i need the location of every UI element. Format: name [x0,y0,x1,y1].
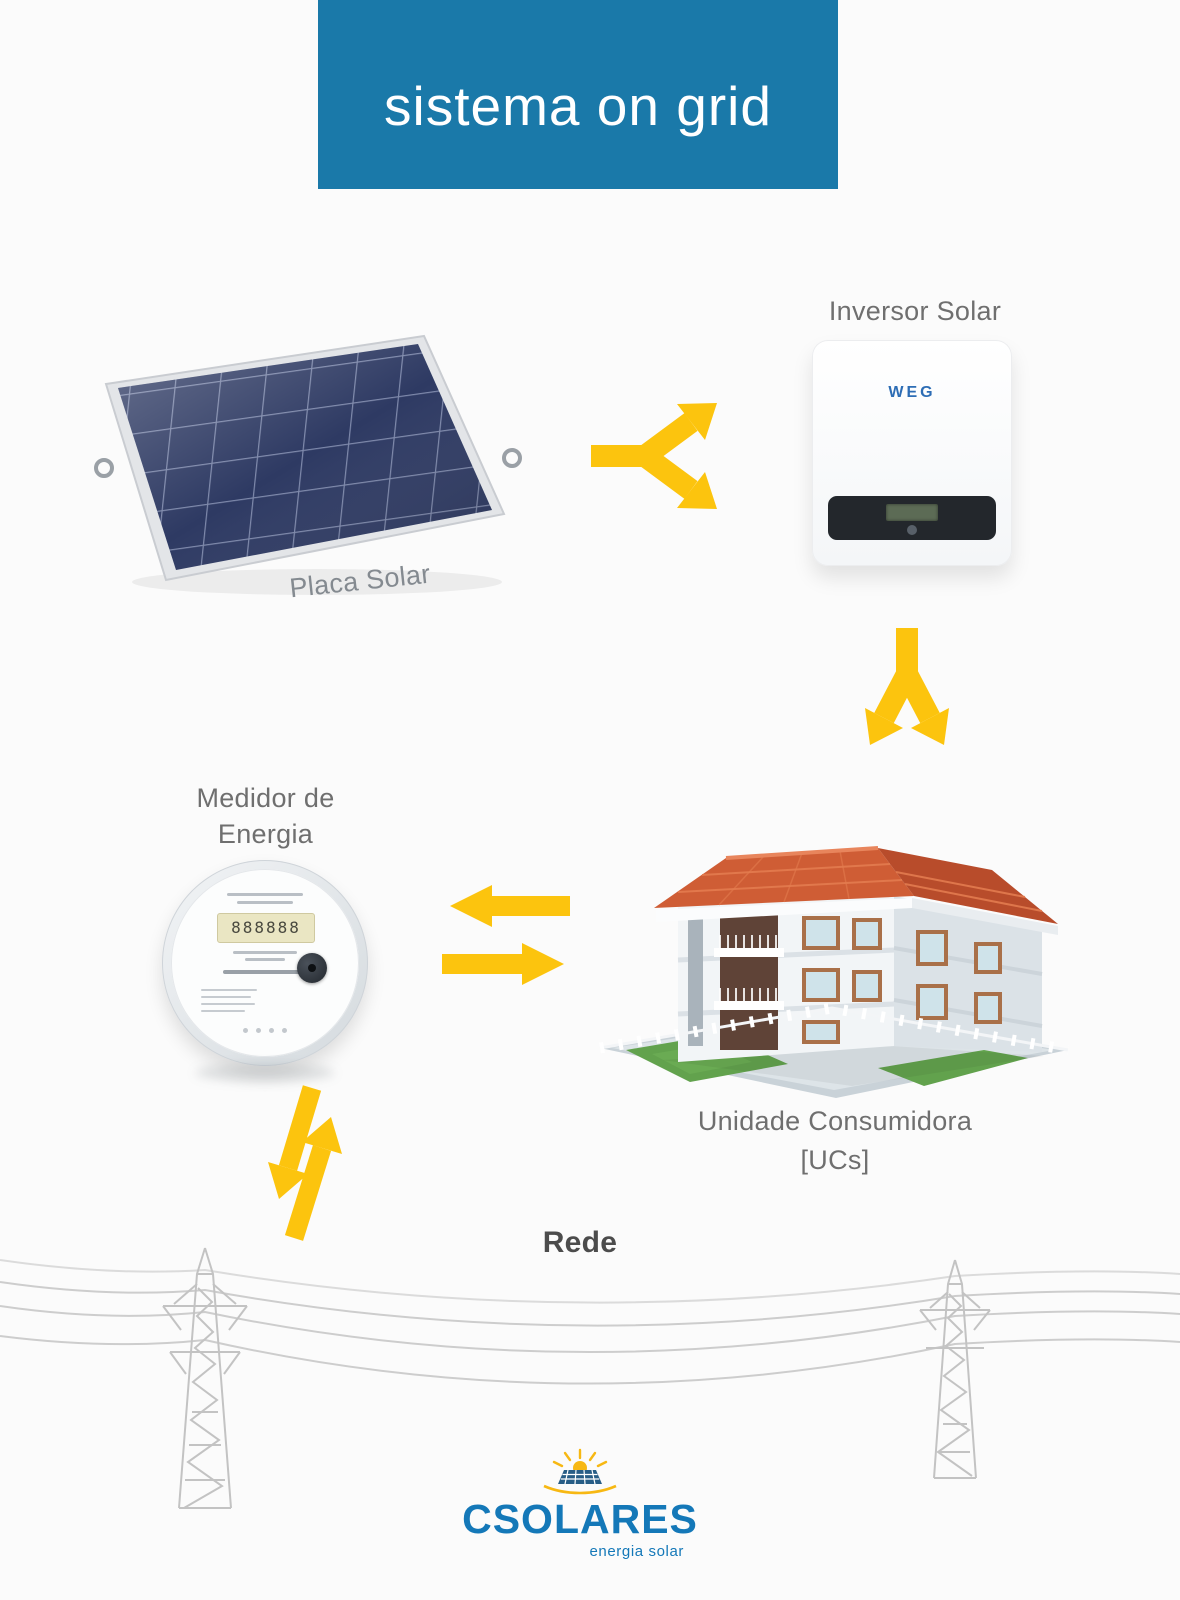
inverter-brand-logo: WEG [888,384,936,401]
csolares-logo: CSOLARES energia solar [440,1446,720,1560]
power-grid-image [0,1247,1180,1509]
meter-text-bar [201,1010,245,1012]
consumer-label: Unidade Consumidora [UCs] [655,1102,1015,1180]
inverter-display-panel [828,496,996,540]
meter-label-line1: Medidor de [196,783,335,813]
solar-sun-icon [543,1448,617,1495]
tower-right-icon [919,1259,991,1479]
meter-text-bar [201,1003,255,1005]
meter-text-bar [233,951,297,954]
grid-label: Rede [542,1226,618,1259]
consumer-house-image [599,846,1069,1098]
meter-text-bar [227,893,303,896]
meter-label: Medidor de Energia [138,780,393,853]
meter-lcd-display: 888888 [217,913,315,943]
meter-port-icon [297,953,327,983]
inverter-screen [886,504,938,521]
inverter-indicator-icon [907,525,917,535]
meter-text-bar [237,901,293,904]
meter-text-bar [201,989,257,991]
title-banner: sistema on grid [318,0,838,189]
page-title: sistema on grid [384,74,772,137]
house-windows [802,916,1002,1044]
meter-text-bar [201,996,251,998]
consumer-label-line1: Unidade Consumidora [697,1106,973,1136]
inverter-image: WEG [812,340,1012,566]
flow-arrow-meter-house-icon [442,885,570,985]
flow-arrow-meter-grid-icon [268,1085,342,1241]
solar-panel-image [94,334,522,595]
flow-arrow-panel-to-inverter-icon [591,403,717,509]
meter-nameplate-bar [223,970,307,974]
tower-left-icon [162,1247,248,1509]
energy-meter-image: 888888 [162,860,368,1066]
inverter-label: Inversor Solar [828,296,1002,326]
brand-name: CSOLARES [462,1496,698,1542]
consumer-label-line2: [UCs] [800,1145,870,1176]
power-wires [0,1259,1180,1385]
panel-hook-icon [94,458,114,478]
brand-tagline: energia solar [589,1543,684,1561]
meter-face: 888888 [171,869,359,1057]
panel-hook-icon [502,448,522,468]
flow-arrow-inverter-to-house-icon [865,628,949,745]
meter-text-bar [245,958,285,961]
house-roof [654,846,1058,935]
meter-label-line2: Energia [217,819,314,850]
house-fence [599,1002,1069,1056]
solar-panel-shape [94,334,522,595]
meter-dots [243,1028,287,1033]
